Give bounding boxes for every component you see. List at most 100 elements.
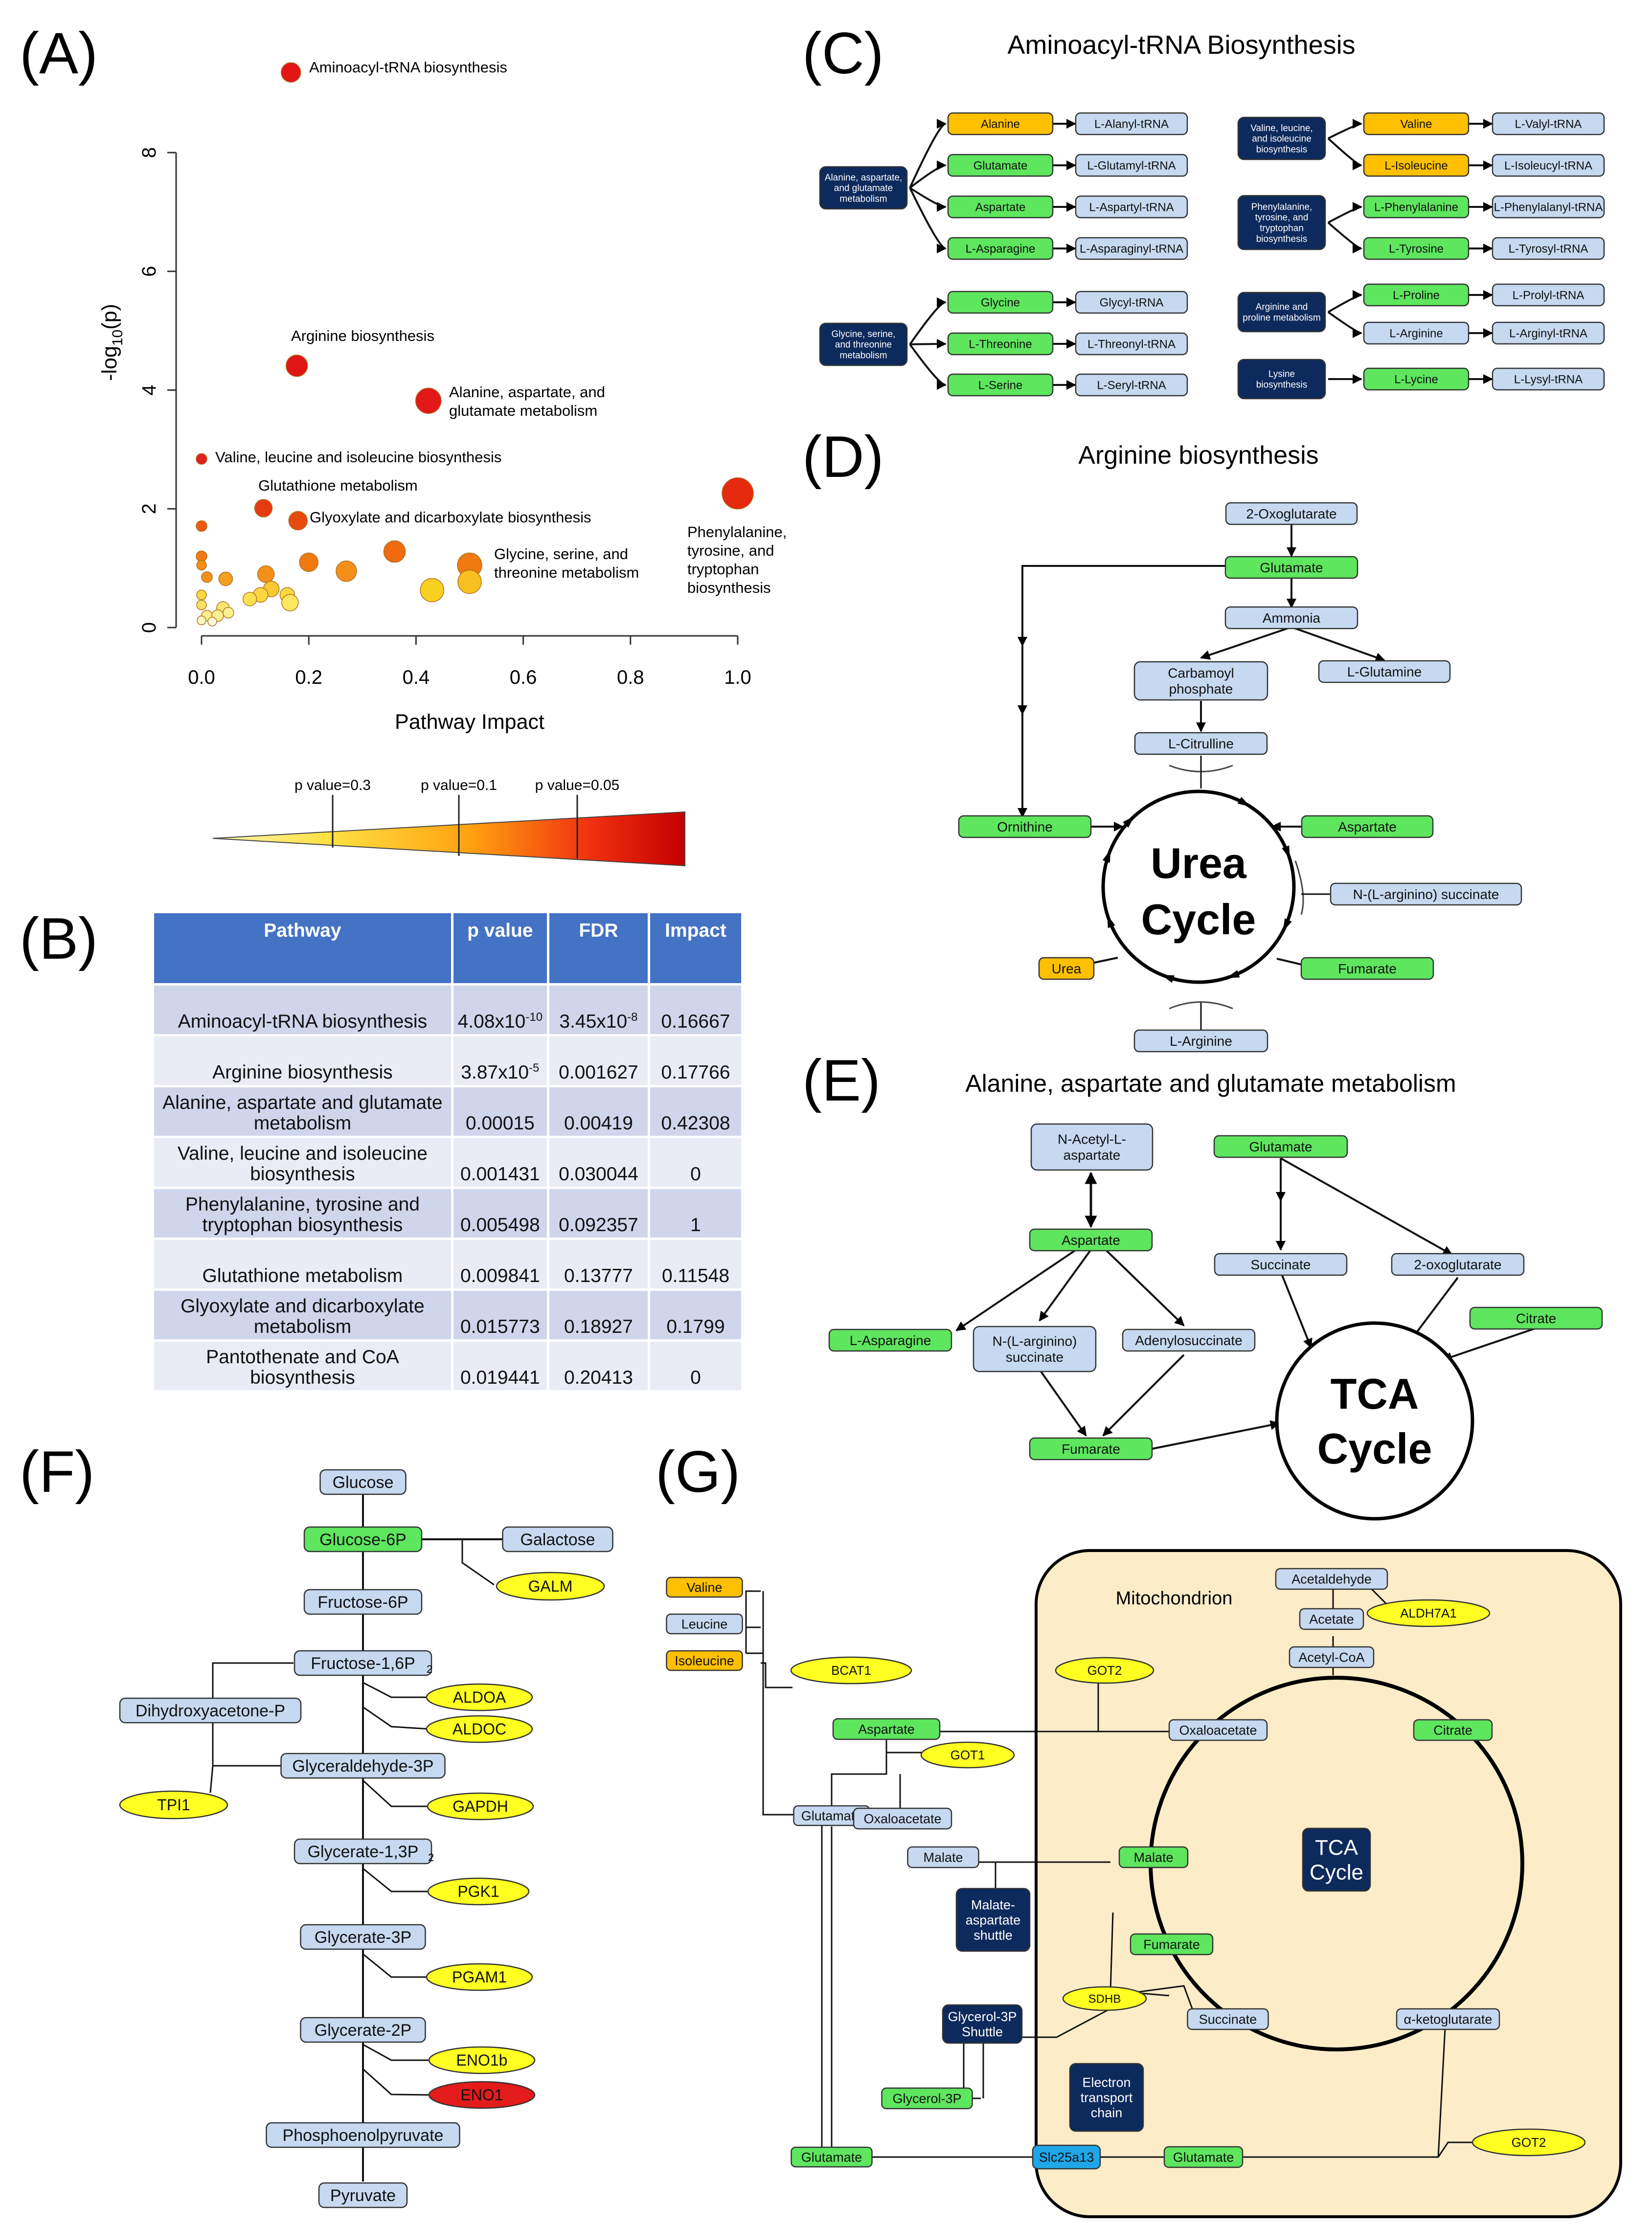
table-row: Valine, leucine and isoleucine biosynthe… (154, 1138, 741, 1187)
trna-box-box (1492, 154, 1605, 177)
amino-acid-box: Aspartate (947, 195, 1054, 219)
enzyme-aldh7a1: ALDH7A1 (1366, 1599, 1491, 1627)
electron-transport-chain-box (1069, 2063, 1144, 2132)
cell-pathway: Aminoacyl-tRNA biosynthesis (154, 986, 451, 1034)
amino-acid-box-label: L-Lycine (1394, 373, 1438, 386)
cell-impact: 1 (650, 1189, 741, 1237)
panel-label-g: (G) (656, 1439, 740, 1505)
connector-curve (1294, 860, 1304, 915)
node-glucose-label: Glucose (333, 1473, 394, 1492)
node-aspartate-cytosol-label: Aspartate (858, 1722, 915, 1736)
connector-line (362, 1867, 430, 1892)
panel-d-title: Arginine biosynthesis (1078, 441, 1318, 470)
node-aspartate-box (1029, 1228, 1153, 1252)
branch-arrow (909, 160, 947, 189)
amino-acid-box-box (947, 291, 1054, 314)
amino-acid-box-label: L-Arginine (1389, 327, 1443, 340)
amino-acid-box-box (1363, 321, 1470, 345)
node-2-oxoglutarate: 2-Oxoglutarate (1225, 502, 1358, 525)
cell-pvalue: 0.015773 (453, 1291, 547, 1339)
node-succinate-box (1187, 2008, 1269, 2030)
node-aspartate-cytosol: Aspartate (832, 1718, 941, 1740)
source-pathway-box: Phenylalanine,tyrosine, andtryptophanbio… (1237, 195, 1326, 250)
data-point (196, 453, 207, 465)
amino-acid-box-label: L-Proline (1393, 289, 1440, 302)
enzyme-aldh7a1-label: ALDH7A1 (1400, 1606, 1457, 1620)
enzyme-gapdh-label: GAPDH (453, 1798, 508, 1815)
trna-box: L-Tyrosyl-tRNA (1492, 237, 1605, 260)
source-pathway-box-label: Lysine (1268, 369, 1295, 380)
cell-impact: 0.1799 (650, 1291, 741, 1339)
tca-cycle-label-box-label: TCA (1315, 1836, 1358, 1860)
node-oxaloacetate-mito-box (1168, 1719, 1268, 1741)
connector-curve (1169, 1001, 1233, 1010)
node-acetyl-coa: Acetyl-CoA (1289, 1646, 1375, 1668)
source-pathway-box-label: Valine, leucine, (1250, 123, 1313, 134)
node-glycerate-2p-label: Glycerate-2P (315, 2021, 411, 2040)
node-n-arginino-succinate: N-(L-arginino)succinate (973, 1326, 1097, 1372)
node-acetate-label: Acetate (1309, 1612, 1354, 1626)
cycle-arrowhead (1107, 915, 1115, 928)
enzyme-sdhb-label: SDHB (1088, 1992, 1121, 2005)
tca-cycle-label: TCA (1331, 1370, 1419, 1418)
connector-line (1039, 1369, 1087, 1437)
amino-acid-box-label: L-Isoleucine (1384, 159, 1448, 172)
node-succinate-label: Succinate (1251, 1257, 1311, 1272)
urea-cycle-label: Cycle (1141, 895, 1256, 944)
amino-acid-box: L-Asparagine (947, 237, 1054, 260)
enzyme-pgam1: PGAM1 (426, 1963, 533, 1991)
connector-line (1018, 565, 1225, 818)
connector-line (1280, 1157, 1453, 1256)
cell-fdr: 0.20413 (549, 1342, 648, 1390)
cell-fdr: 0.030044 (549, 1138, 648, 1187)
enzyme-tpi1-label: TPI1 (157, 1796, 190, 1814)
node-fumarate: Fumarate (1130, 1933, 1214, 1956)
node-galactose: Galactose (502, 1526, 613, 1552)
connector-line (212, 1717, 281, 1767)
y-axis-label-rest: (p) (98, 304, 121, 330)
connector-line (1437, 2019, 1447, 2158)
legend-label-03: p value=0.3 (294, 777, 371, 793)
legend-label-005: p value=0.05 (535, 777, 620, 793)
node-citrate-label: Citrate (1433, 1723, 1472, 1737)
enzyme-got2-lower-label: GOT2 (1512, 2135, 1546, 2150)
amino-acid-box-box (1363, 283, 1470, 307)
node-oxaloacetate-cytosol-box (853, 1807, 952, 1830)
amino-acid-box-box (947, 237, 1054, 260)
data-point-label: Phenylalanine, (687, 523, 787, 540)
cell-pathway: Glyoxylate and dicarboxylate metabolism (154, 1291, 451, 1339)
branch-arrow (1328, 202, 1362, 224)
enzyme-aldoa: ALDOA (426, 1683, 533, 1711)
pathway-table: Pathway p value FDR Impact Aminoacyl-tRN… (152, 911, 744, 1393)
y-axis-label-sub: 10 (110, 330, 126, 346)
amino-acid-box-box (1363, 367, 1470, 391)
amino-acid-box: Valine (1363, 112, 1470, 135)
trna-box-label: L-Tyrosyl-tRNA (1509, 242, 1588, 255)
node-n-arginino-succinate-label: N-(L-arginino) (993, 1334, 1077, 1349)
node-l-citrulline-label: L-Citrulline (1168, 736, 1234, 751)
x-tick-label: 0.6 (510, 667, 537, 688)
node-ornithine-box (958, 815, 1092, 838)
node-galactose-label: Galactose (520, 1530, 595, 1549)
node-citrate: Citrate (1413, 1719, 1493, 1741)
node-fumarate-label: Fumarate (1338, 961, 1397, 976)
cell-impact: 0 (650, 1138, 741, 1187)
node-2-oxoglutarate-label: 2-Oxoglutarate (1246, 506, 1336, 521)
node-n-l-arginino-succinate: N-(L-arginino) succinate (1330, 882, 1522, 906)
node-ammonia: Ammonia (1224, 606, 1358, 630)
mitochondrion-label: Mitochondrion (1116, 1588, 1233, 1609)
col-header-pvalue: p value (453, 913, 547, 983)
cell-impact: 0.17766 (650, 1036, 741, 1085)
node-leucine: Leucine (666, 1613, 743, 1635)
node-l-citrulline: L-Citrulline (1134, 732, 1268, 755)
source-pathway-box-box (1237, 359, 1326, 400)
tca-cycle-label-box-label: Cycle (1310, 1861, 1363, 1885)
branch-arrow (909, 297, 947, 345)
data-point (280, 62, 301, 83)
